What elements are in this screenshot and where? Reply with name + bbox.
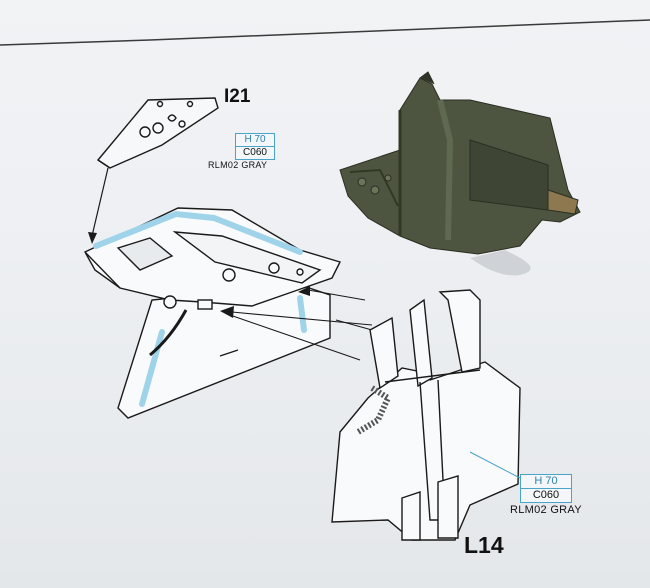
assembly-black-rail bbox=[149, 309, 188, 357]
painted-model bbox=[339, 71, 581, 255]
part-i21-drawing bbox=[96, 97, 219, 169]
paint-code-box-l14: H 70 C060 bbox=[520, 474, 572, 503]
paint-name-l14: RLM02 GRAY bbox=[510, 504, 582, 516]
l14-hinge-strip bbox=[356, 385, 392, 435]
paint-c-code-l14: C060 bbox=[532, 489, 560, 501]
paint-name-i21: RLM02 GRAY bbox=[208, 160, 268, 170]
paint-code-box-i21: H 70 C060 bbox=[235, 133, 275, 160]
assembly-arrow-i21 bbox=[91, 167, 109, 237]
model-shadow bbox=[470, 250, 531, 276]
seat-assembly-drawing bbox=[84, 207, 341, 419]
l14-leader-line bbox=[469, 451, 521, 479]
part-l14-drawing bbox=[331, 289, 521, 541]
paint-h-code-l14: H 70 bbox=[521, 475, 571, 489]
paint-c-code-i21: C060 bbox=[243, 147, 267, 158]
part-number-i21: I21 bbox=[224, 86, 251, 107]
page-edge bbox=[0, 19, 650, 46]
assembly-highlight bbox=[93, 210, 307, 407]
part-number-l14: L14 bbox=[464, 532, 504, 558]
paint-h-code-i21: H 70 bbox=[236, 134, 274, 147]
assembly-arrows-l14 bbox=[229, 289, 373, 361]
